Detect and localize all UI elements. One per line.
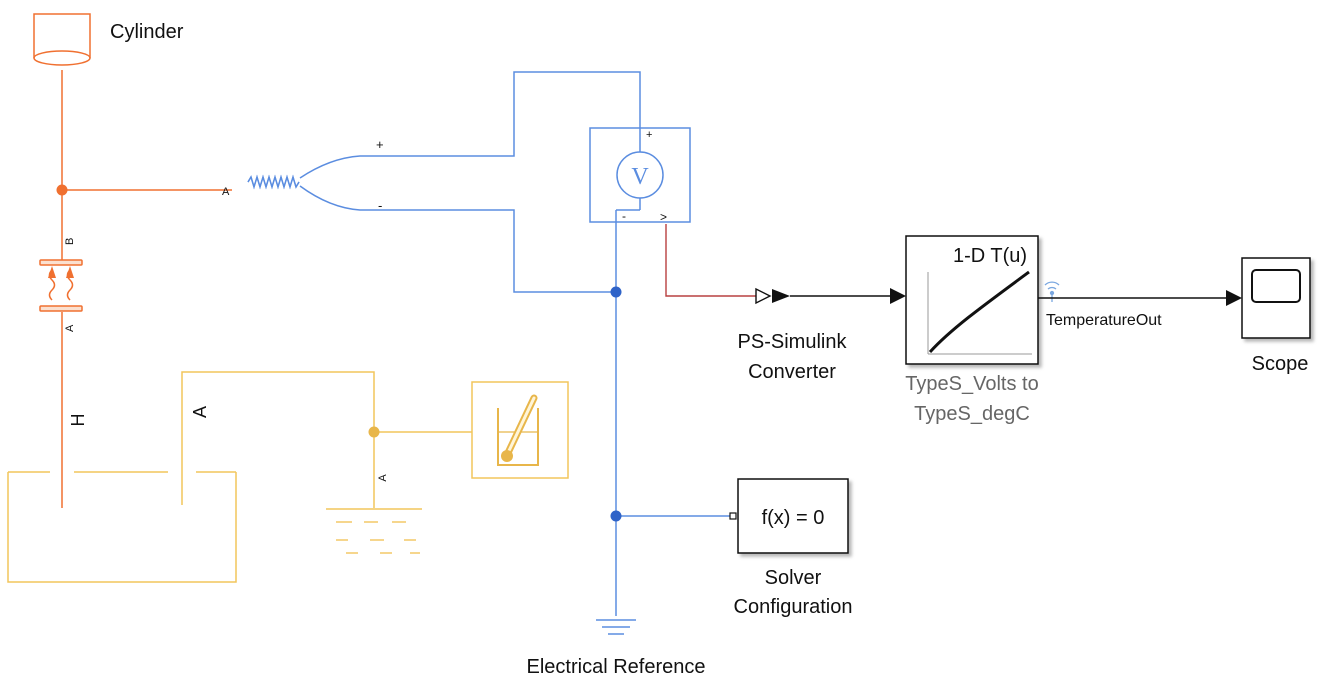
thermal-liquid-network [181, 371, 472, 508]
solver-label-line2: Configuration [734, 596, 853, 618]
electrical-reference-label: Electrical Reference [527, 656, 706, 678]
tank-port-h: H [68, 414, 88, 427]
thermocouple-block[interactable]: A + - [222, 137, 384, 213]
voltage-sensor-port-plus: + [646, 129, 652, 141]
thermal-liquid-sensor-block[interactable] [471, 381, 569, 479]
voltage-sensor-port-out: > [660, 210, 667, 224]
scope-block[interactable]: Scope [1241, 257, 1311, 375]
thermocouple-port-a: A [222, 186, 230, 198]
ps-simulink-converter-block[interactable]: PS-Simulink Converter [738, 287, 848, 383]
solver-label-line1: Solver [765, 567, 822, 589]
electrical-line-minus[interactable] [299, 185, 616, 293]
electrical-junction-lower [610, 510, 622, 522]
thermal-liquid-junction [368, 426, 380, 438]
cylinder-block[interactable]: Cylinder [33, 13, 184, 66]
cylinder-label: Cylinder [110, 21, 184, 43]
thermal-junction [56, 184, 68, 196]
tank-block[interactable]: H A [7, 406, 237, 583]
temperature-out-label: TemperatureOut [1046, 312, 1162, 329]
conductive-heat-transfer-block[interactable]: B A [39, 238, 83, 332]
electrical-reference-block[interactable]: Electrical Reference [527, 619, 706, 678]
signal-converter-to-lookup[interactable] [790, 288, 906, 304]
thermometer-icon [497, 394, 539, 466]
thermocouple-port-plus: + [376, 137, 384, 152]
conductive-port-b: B [64, 238, 76, 245]
voltage-sensor-block[interactable]: V + - > [589, 127, 691, 224]
lookup-table-block[interactable]: 1-D T(u) TypeS_Volts to TypeS_degC [905, 235, 1039, 425]
reservoir-block[interactable]: A [326, 474, 422, 554]
reservoir-port-a: A [377, 474, 389, 482]
lookup-curve-icon [927, 270, 1032, 355]
thermal-network [61, 70, 232, 508]
electrical-junction-upper [610, 286, 622, 298]
solver-text: f(x) = 0 [762, 507, 825, 529]
signal-logging-icon[interactable] [1044, 281, 1060, 302]
converter-label-line2: Converter [748, 361, 836, 383]
scope-label: Scope [1252, 353, 1309, 375]
tank-port-a: A [190, 406, 210, 418]
thermal-liquid-line-tank[interactable] [181, 371, 375, 508]
ps-signal-line[interactable] [665, 224, 756, 297]
scope-screen-icon [1251, 269, 1301, 303]
voltmeter-symbol: V [631, 164, 649, 190]
solver-configuration-block[interactable]: f(x) = 0 Solver Configuration [729, 478, 853, 618]
ground-icon [596, 619, 636, 635]
conductive-port-a: A [64, 324, 76, 332]
electrical-line-plus[interactable] [299, 71, 641, 179]
lookup-label-line2: TypeS_degC [914, 403, 1030, 425]
converter-label-line1: PS-Simulink [738, 331, 848, 353]
cylinder-icon [33, 13, 91, 66]
thermocouple-port-minus: - [378, 198, 382, 213]
lookup-table-title: 1-D T(u) [953, 245, 1027, 267]
lookup-label-line1: TypeS_Volts to [905, 373, 1038, 395]
signal-temperature-out[interactable]: TemperatureOut [1038, 290, 1242, 329]
voltage-sensor-port-minus: - [622, 209, 626, 223]
